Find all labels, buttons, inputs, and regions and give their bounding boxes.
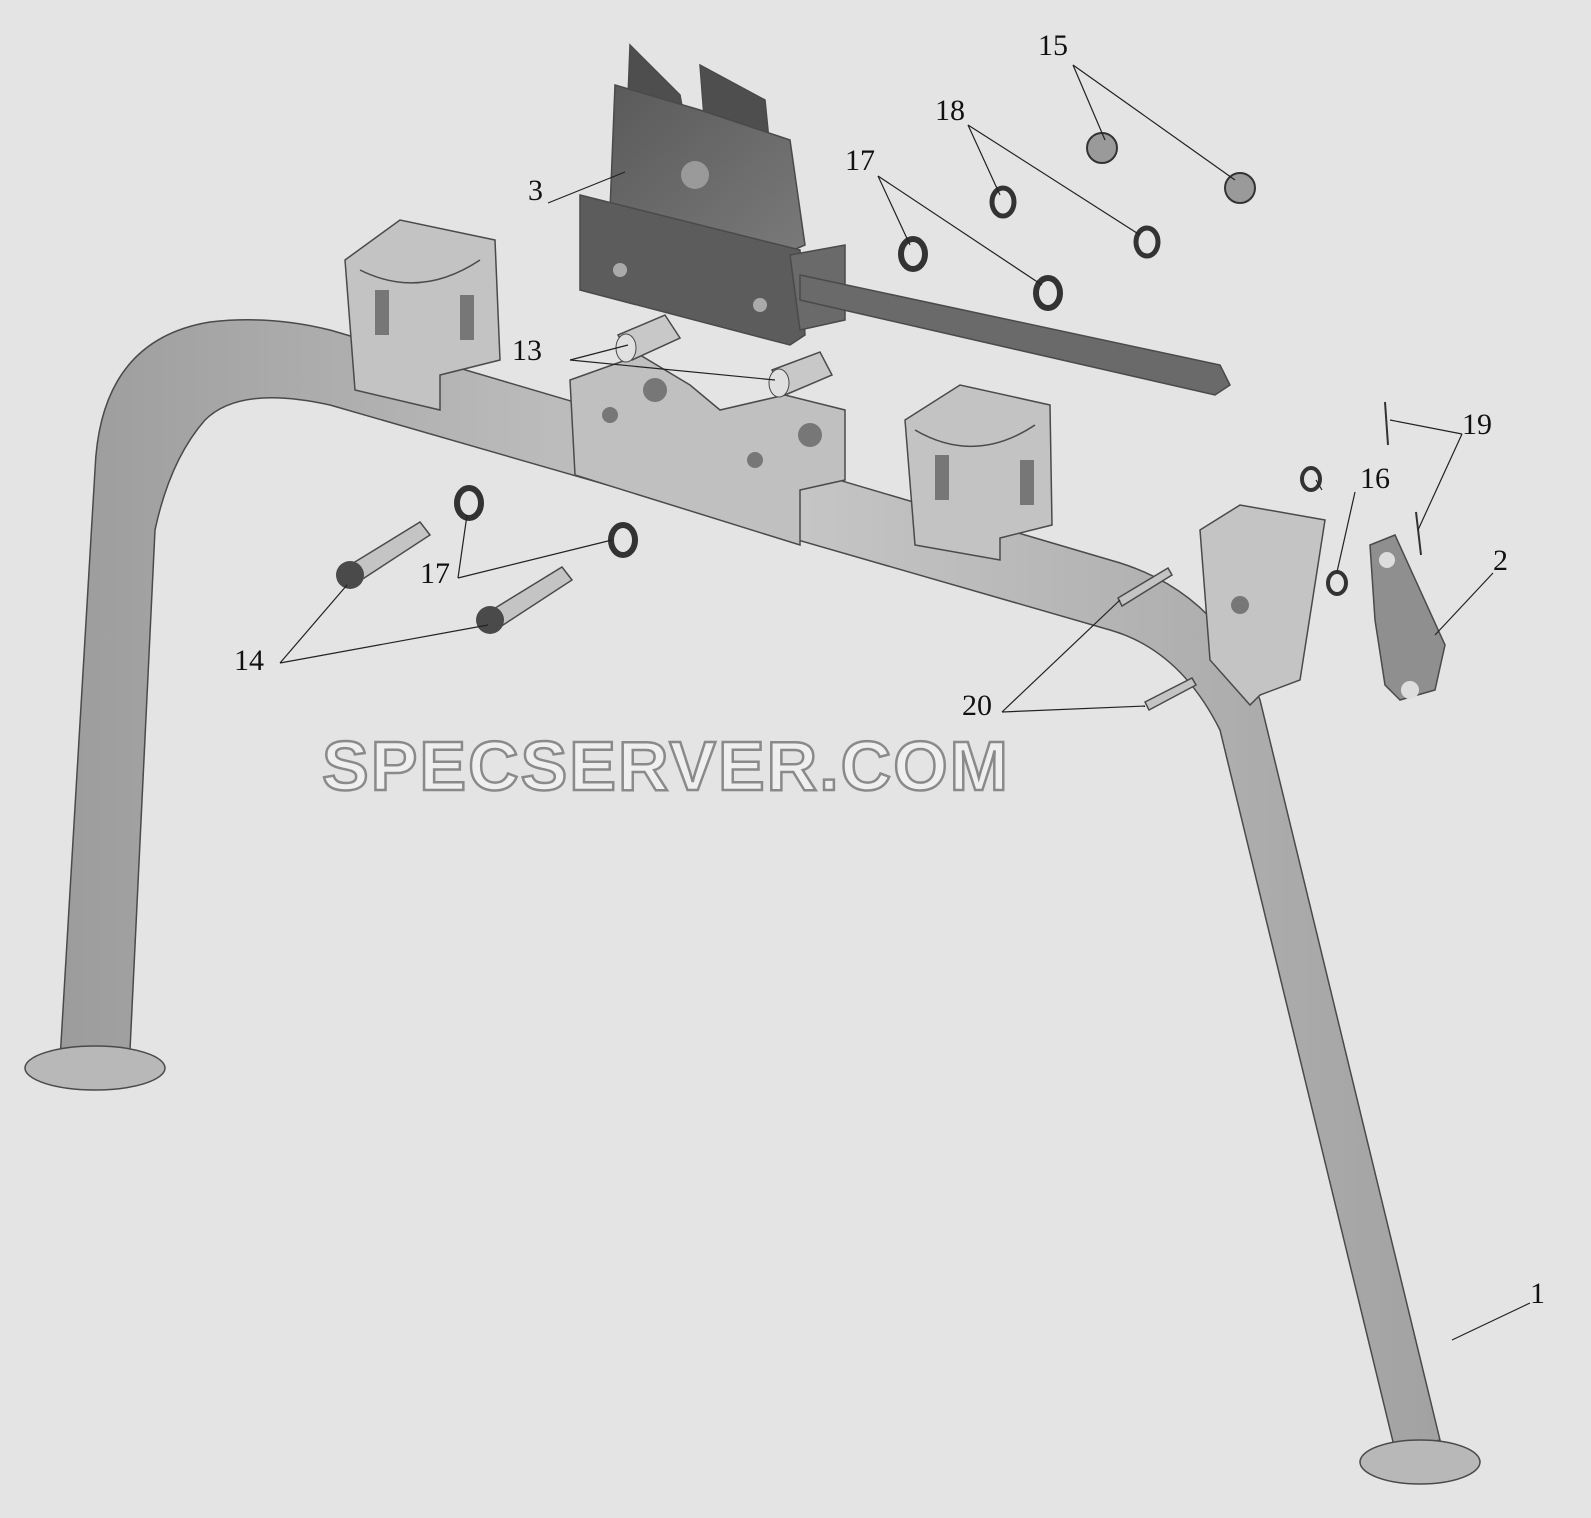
washer-16b — [1326, 570, 1348, 596]
callout-14: 14 — [234, 644, 264, 677]
washer-16a — [1300, 466, 1322, 492]
left-saddle-bracket — [344, 219, 501, 411]
washer-18b — [1133, 225, 1161, 259]
cotter-pin-19a — [1384, 401, 1389, 446]
right-hinge-bracket — [1199, 504, 1326, 707]
callout-18: 18 — [935, 94, 965, 127]
washer-17b — [1033, 275, 1063, 311]
clip-part-2 — [1369, 534, 1446, 701]
center-lower-bracket — [569, 354, 846, 547]
callout-3: 3 — [528, 174, 543, 207]
callout-20: 20 — [962, 689, 992, 722]
callout-15: 15 — [1038, 29, 1068, 62]
cotter-pin-19b — [1415, 511, 1422, 556]
washer-18a — [989, 185, 1017, 219]
callout-16: 16 — [1360, 462, 1390, 495]
pin-20b — [1143, 677, 1198, 712]
leader-lines — [279, 64, 1531, 1341]
arch-frame — [24, 319, 1481, 1485]
latch-assembly — [579, 43, 1231, 396]
nut-15a — [1086, 132, 1118, 164]
callout-17-bottom: 17 — [420, 557, 450, 590]
latch-rod — [799, 274, 1231, 396]
washer-17c — [454, 485, 484, 521]
callout-17-top: 17 — [845, 144, 875, 177]
washer-17d — [608, 522, 638, 558]
right-foot-plate — [1359, 1439, 1481, 1485]
callout-1: 1 — [1530, 1277, 1545, 1310]
callout-labels: 15 18 17 3 13 19 16 2 17 14 20 1 — [234, 29, 1545, 1310]
nut-15b — [1224, 172, 1256, 204]
pin-20a — [1117, 566, 1174, 608]
callout-19: 19 — [1462, 408, 1492, 441]
bushings — [615, 314, 834, 398]
callout-13: 13 — [512, 334, 542, 367]
right-saddle-bracket — [904, 384, 1053, 561]
callout-2: 2 — [1493, 544, 1508, 577]
bolts — [336, 521, 574, 634]
washer-17a — [898, 236, 928, 272]
left-foot-plate — [24, 1045, 166, 1091]
watermark: SPECSERVER.COM — [322, 727, 1010, 805]
